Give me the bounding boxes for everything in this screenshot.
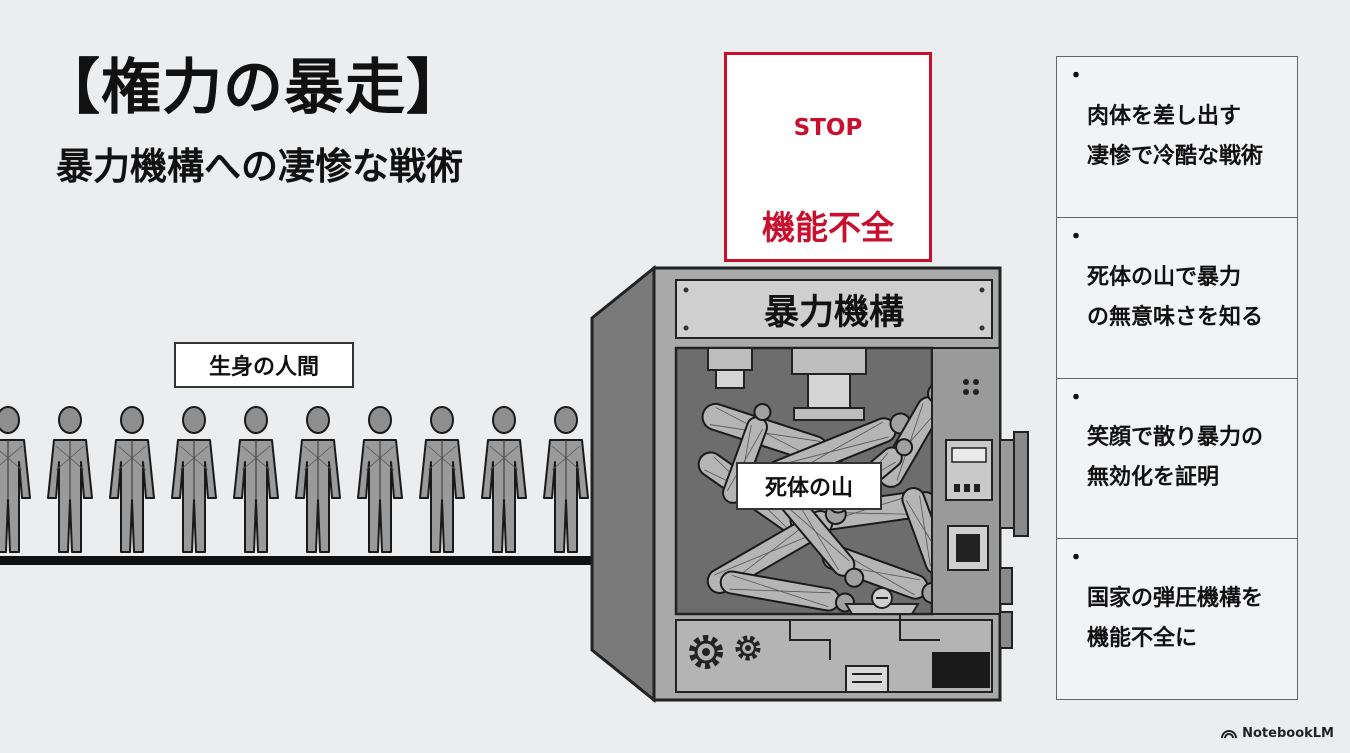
human-figure [171,406,217,553]
human-figure [419,406,465,553]
human-figure [109,406,155,553]
gear-icon [735,635,761,661]
human-figure [357,406,403,553]
point-line: 肉体を差し出す [1087,103,1242,129]
bullet: ・ [1065,64,1088,89]
point-item: ・ 笑顔で散り暴力の 無効化を証明 [1057,379,1297,540]
page-subtitle: 暴力機構への凄惨な戦術 [56,145,463,188]
point-line: 無効化を証明 [1087,465,1220,491]
stop-sign-text: STOP [793,115,863,141]
gear-icon [689,635,723,669]
notebooklm-logo-icon [1221,730,1238,739]
conveyor-belt [0,556,630,565]
machine-side [590,264,656,704]
human-figures [0,406,649,553]
stop-caption: 機能不全 [762,208,894,247]
machine-title: 暴力機構 [763,292,904,333]
page-title: 【権力の暴走】 [40,53,467,123]
point-item: ・ 死体の山で暴力 の無意味さを知る [1057,218,1297,379]
point-line: 凄惨で冷酷な戦術 [1087,143,1264,169]
stop-panel: STOP 機能不全 [724,52,932,262]
point-line: 国家の弾圧機構を [1087,586,1264,612]
brand-footer: NotebookLM [1221,726,1334,741]
human-figure [47,406,93,553]
point-line: 死体の山で暴力 [1087,264,1242,290]
point-item: ・ 国家の弾圧機構を 機能不全に [1057,539,1297,699]
human-figure [295,406,341,553]
human-figure [481,406,527,553]
side-gear [999,439,1015,529]
bullet: ・ [1065,385,1088,411]
bodies-label: 死体の山 [736,462,882,510]
machine-title-plate [675,279,993,339]
bullet: ・ [1065,224,1088,250]
point-line: の無意味さを知る [1087,304,1264,330]
humans-label: 生身の人間 [174,342,354,388]
points-panel: ・ 肉体を差し出す 凄惨で冷酷な戦術 ・ 死体の山で暴力 の無意味さを知る ・ … [1056,56,1298,700]
human-figure [0,406,31,553]
human-figure [543,406,589,553]
brand-name: NotebookLM [1242,726,1334,741]
point-item: ・ 肉体を差し出す 凄惨で冷酷な戦術 [1057,57,1297,218]
human-figure [233,406,279,553]
point-line: 笑顔で散り暴力の [1087,425,1264,451]
bullet: ・ [1065,546,1088,572]
point-line: 機能不全に [1087,626,1198,652]
